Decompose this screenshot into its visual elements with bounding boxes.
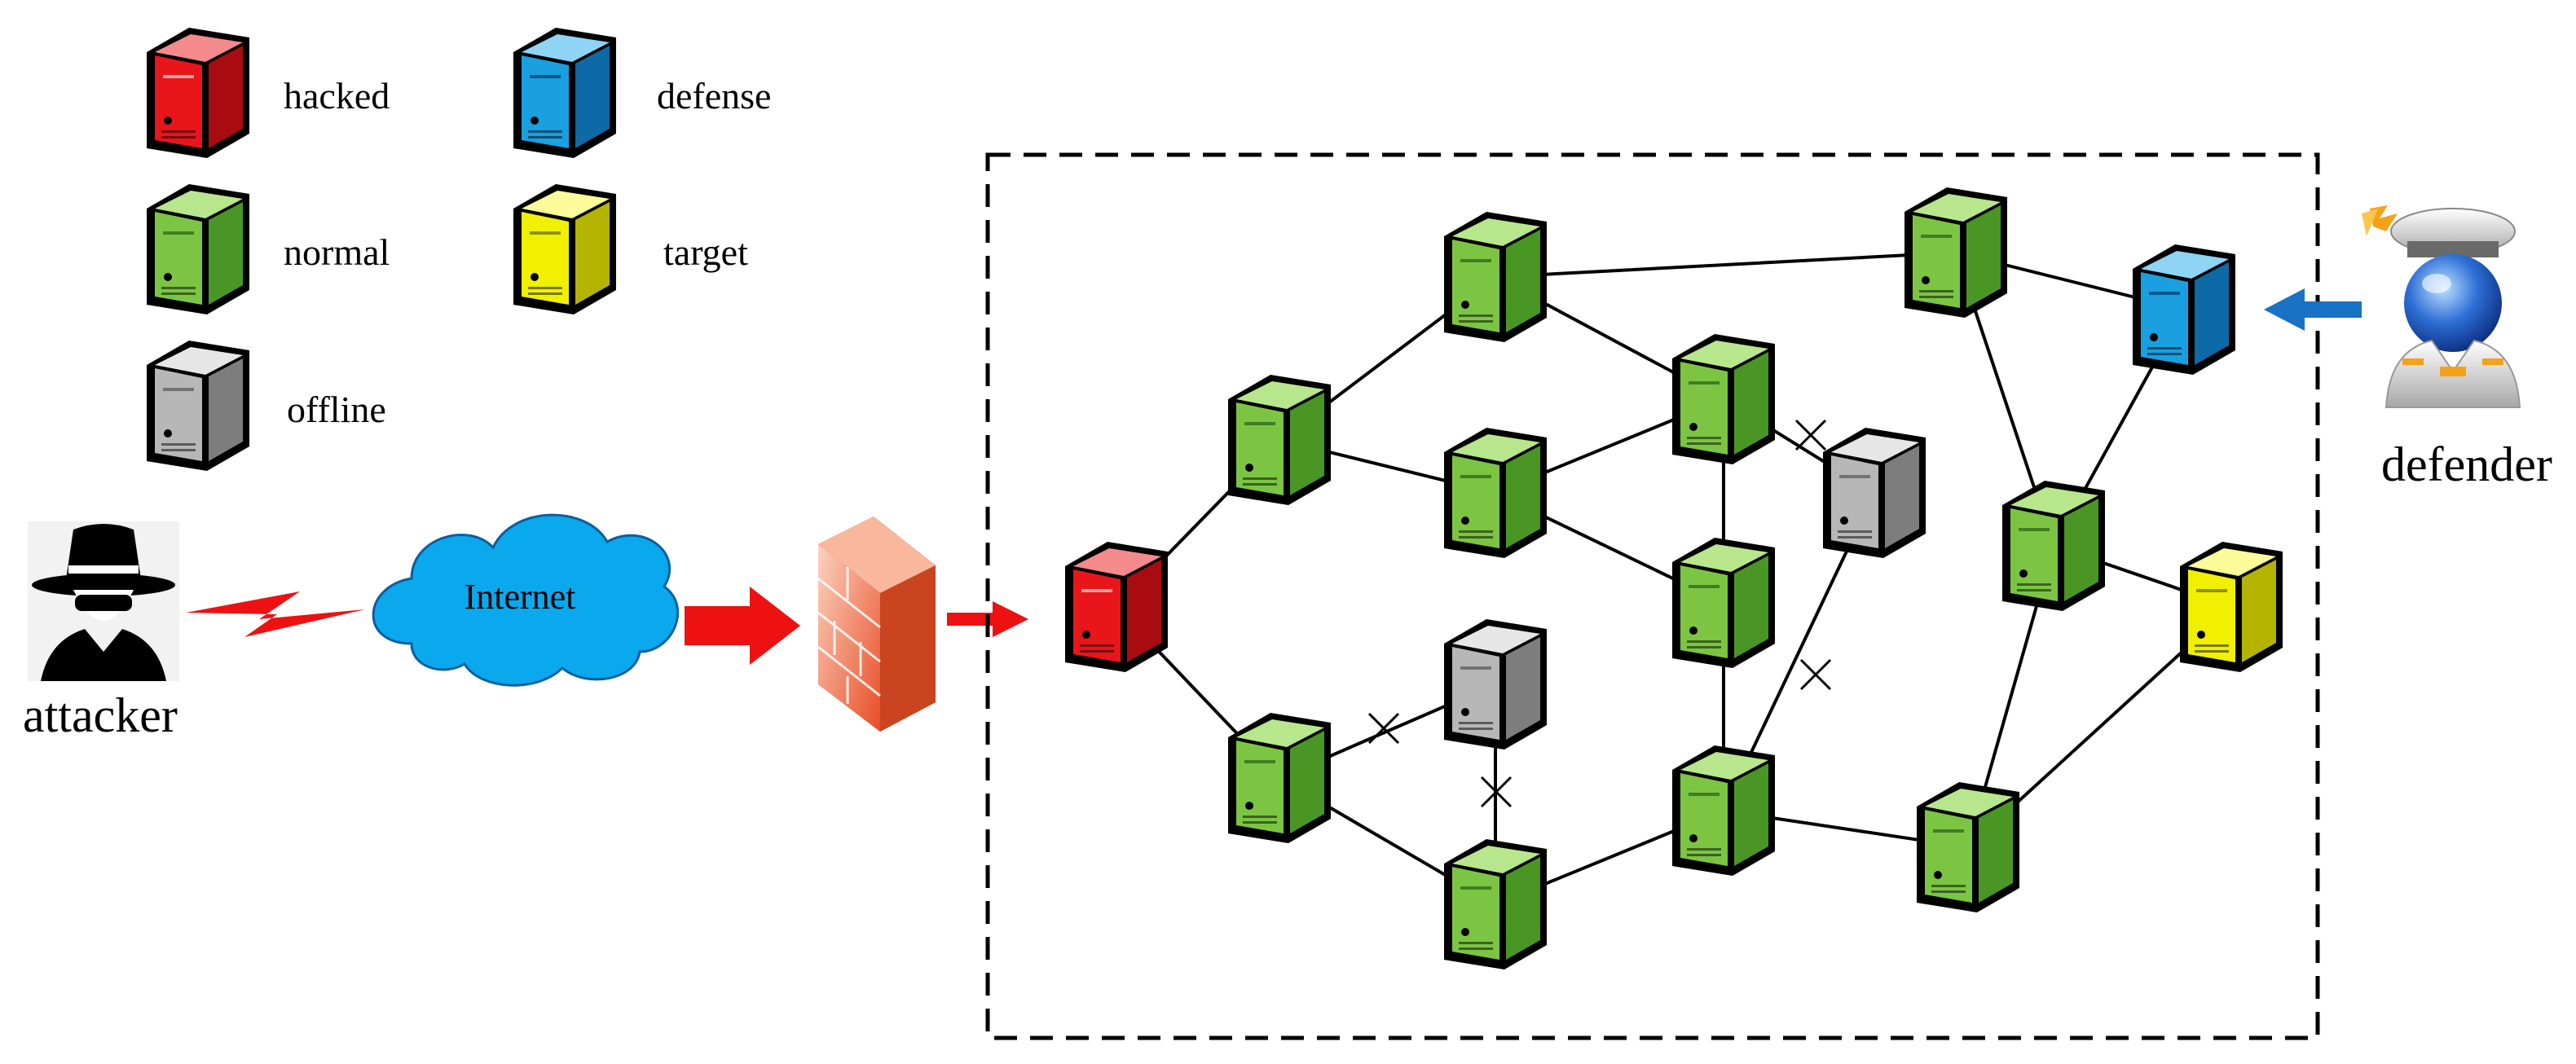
normal-server-icon bbox=[1917, 782, 2019, 912]
arrow-icon bbox=[2264, 288, 2362, 331]
normal-server-icon bbox=[1444, 839, 1547, 969]
arrow-icon bbox=[685, 587, 800, 665]
firewall-icon bbox=[817, 517, 936, 732]
legend-target-label: target bbox=[663, 231, 748, 273]
target-server-icon bbox=[2180, 542, 2283, 672]
normal-server-icon bbox=[1904, 187, 2007, 318]
normal-server-icon bbox=[1228, 375, 1331, 505]
legend-offline-label: offline bbox=[287, 389, 386, 430]
normal-server-icon bbox=[2002, 481, 2105, 611]
normal-server-icon bbox=[1672, 334, 1775, 464]
hacked-server-icon bbox=[1065, 542, 1168, 672]
offline-server-icon bbox=[1444, 619, 1547, 750]
spy-icon bbox=[28, 521, 179, 681]
legend: hacked defense normal target offline bbox=[147, 28, 771, 471]
lightning-icon bbox=[186, 591, 365, 637]
normal-server-icon bbox=[1672, 538, 1775, 668]
normal-server-icon bbox=[147, 184, 249, 314]
normal-server-icon bbox=[1444, 428, 1547, 558]
officer-icon bbox=[2362, 205, 2521, 408]
defender-label: defender bbox=[2381, 437, 2552, 491]
normal-server-icon bbox=[1228, 713, 1331, 843]
normal-server-icon bbox=[1672, 745, 1775, 876]
offline-server-icon bbox=[1823, 428, 1926, 558]
cloud-icon bbox=[372, 513, 680, 687]
network-boundary bbox=[985, 152, 2320, 1040]
defense-server-icon bbox=[2133, 244, 2235, 375]
offline-server-icon bbox=[147, 341, 249, 471]
legend-hacked-label: hacked bbox=[284, 75, 390, 117]
normal-server-icon bbox=[1444, 212, 1547, 342]
legend-defense-label: defense bbox=[657, 75, 771, 117]
network-nodes bbox=[1065, 187, 2283, 969]
defense-server-icon bbox=[513, 28, 616, 158]
target-server-icon bbox=[513, 184, 616, 314]
hacked-server-icon bbox=[147, 28, 249, 158]
defender: defender bbox=[2362, 205, 2552, 491]
attacker: attacker bbox=[23, 521, 179, 742]
attacker-label: attacker bbox=[23, 688, 178, 742]
internet-cloud: Internet bbox=[372, 513, 680, 687]
legend-normal-label: normal bbox=[284, 231, 390, 273]
internet-label: Internet bbox=[465, 577, 576, 617]
x-mark-icon bbox=[1367, 419, 1832, 808]
